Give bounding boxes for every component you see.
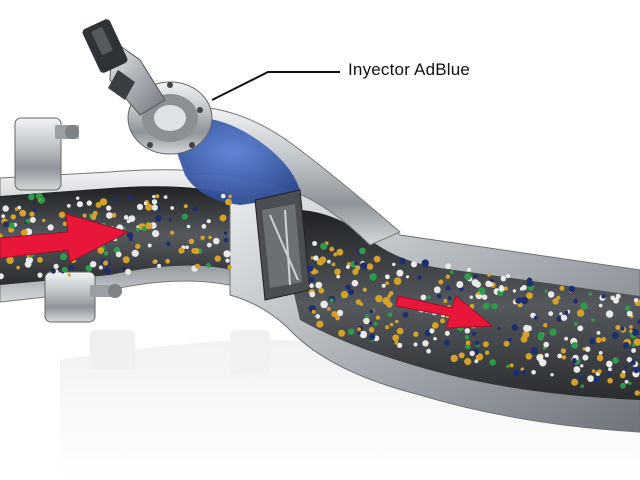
pipe-clamp-lower — [44, 271, 122, 323]
adblue-injector-body — [82, 19, 166, 116]
mixer-element — [254, 189, 311, 301]
pipe-clamp-upper — [14, 117, 79, 191]
callout-leader-line — [211, 71, 340, 101]
arrow-right-icon — [0, 213, 130, 263]
particles-inlet — [0, 192, 232, 280]
injector-label: Inyector AdBlue — [348, 60, 471, 79]
arrow-down-right-icon — [395, 295, 494, 329]
particles-outlet — [307, 241, 640, 396]
